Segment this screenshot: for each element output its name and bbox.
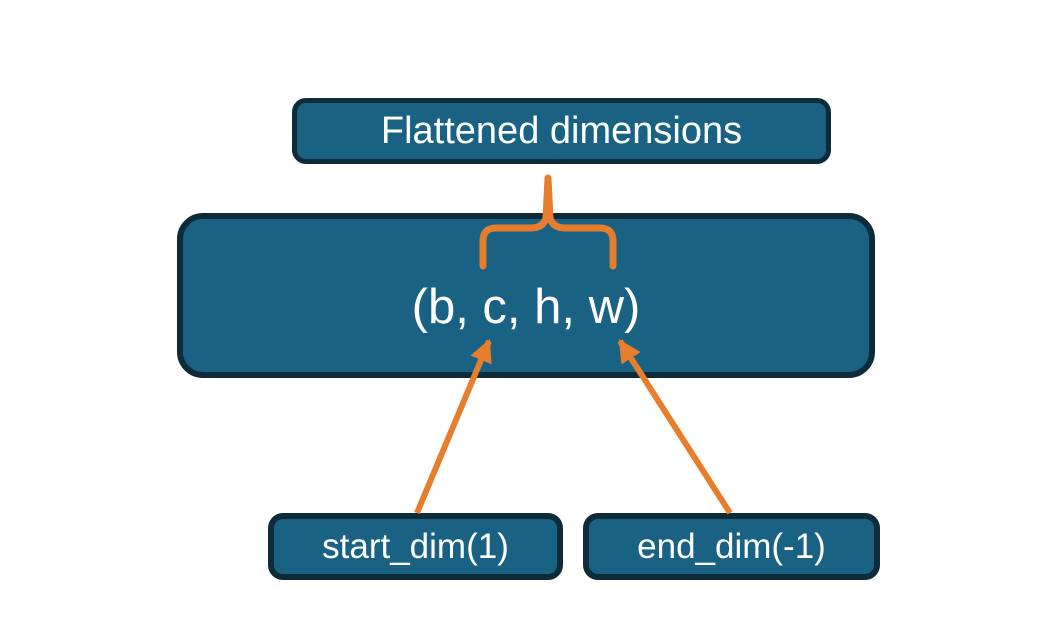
end-dim-label: end_dim(-1): [637, 527, 826, 566]
flattened-dimensions-label: Flattened dimensions: [380, 110, 743, 152]
tensor-shape-label: (b, c, h, w): [411, 280, 641, 334]
node-tensor-shape: (b, c, h, w): [177, 213, 875, 378]
node-end-dim: end_dim(-1): [583, 513, 880, 580]
start-dim-label: start_dim(1): [322, 527, 509, 566]
node-flattened-dimensions: Flattened dimensions: [292, 98, 831, 164]
node-start-dim: start_dim(1): [268, 513, 563, 580]
